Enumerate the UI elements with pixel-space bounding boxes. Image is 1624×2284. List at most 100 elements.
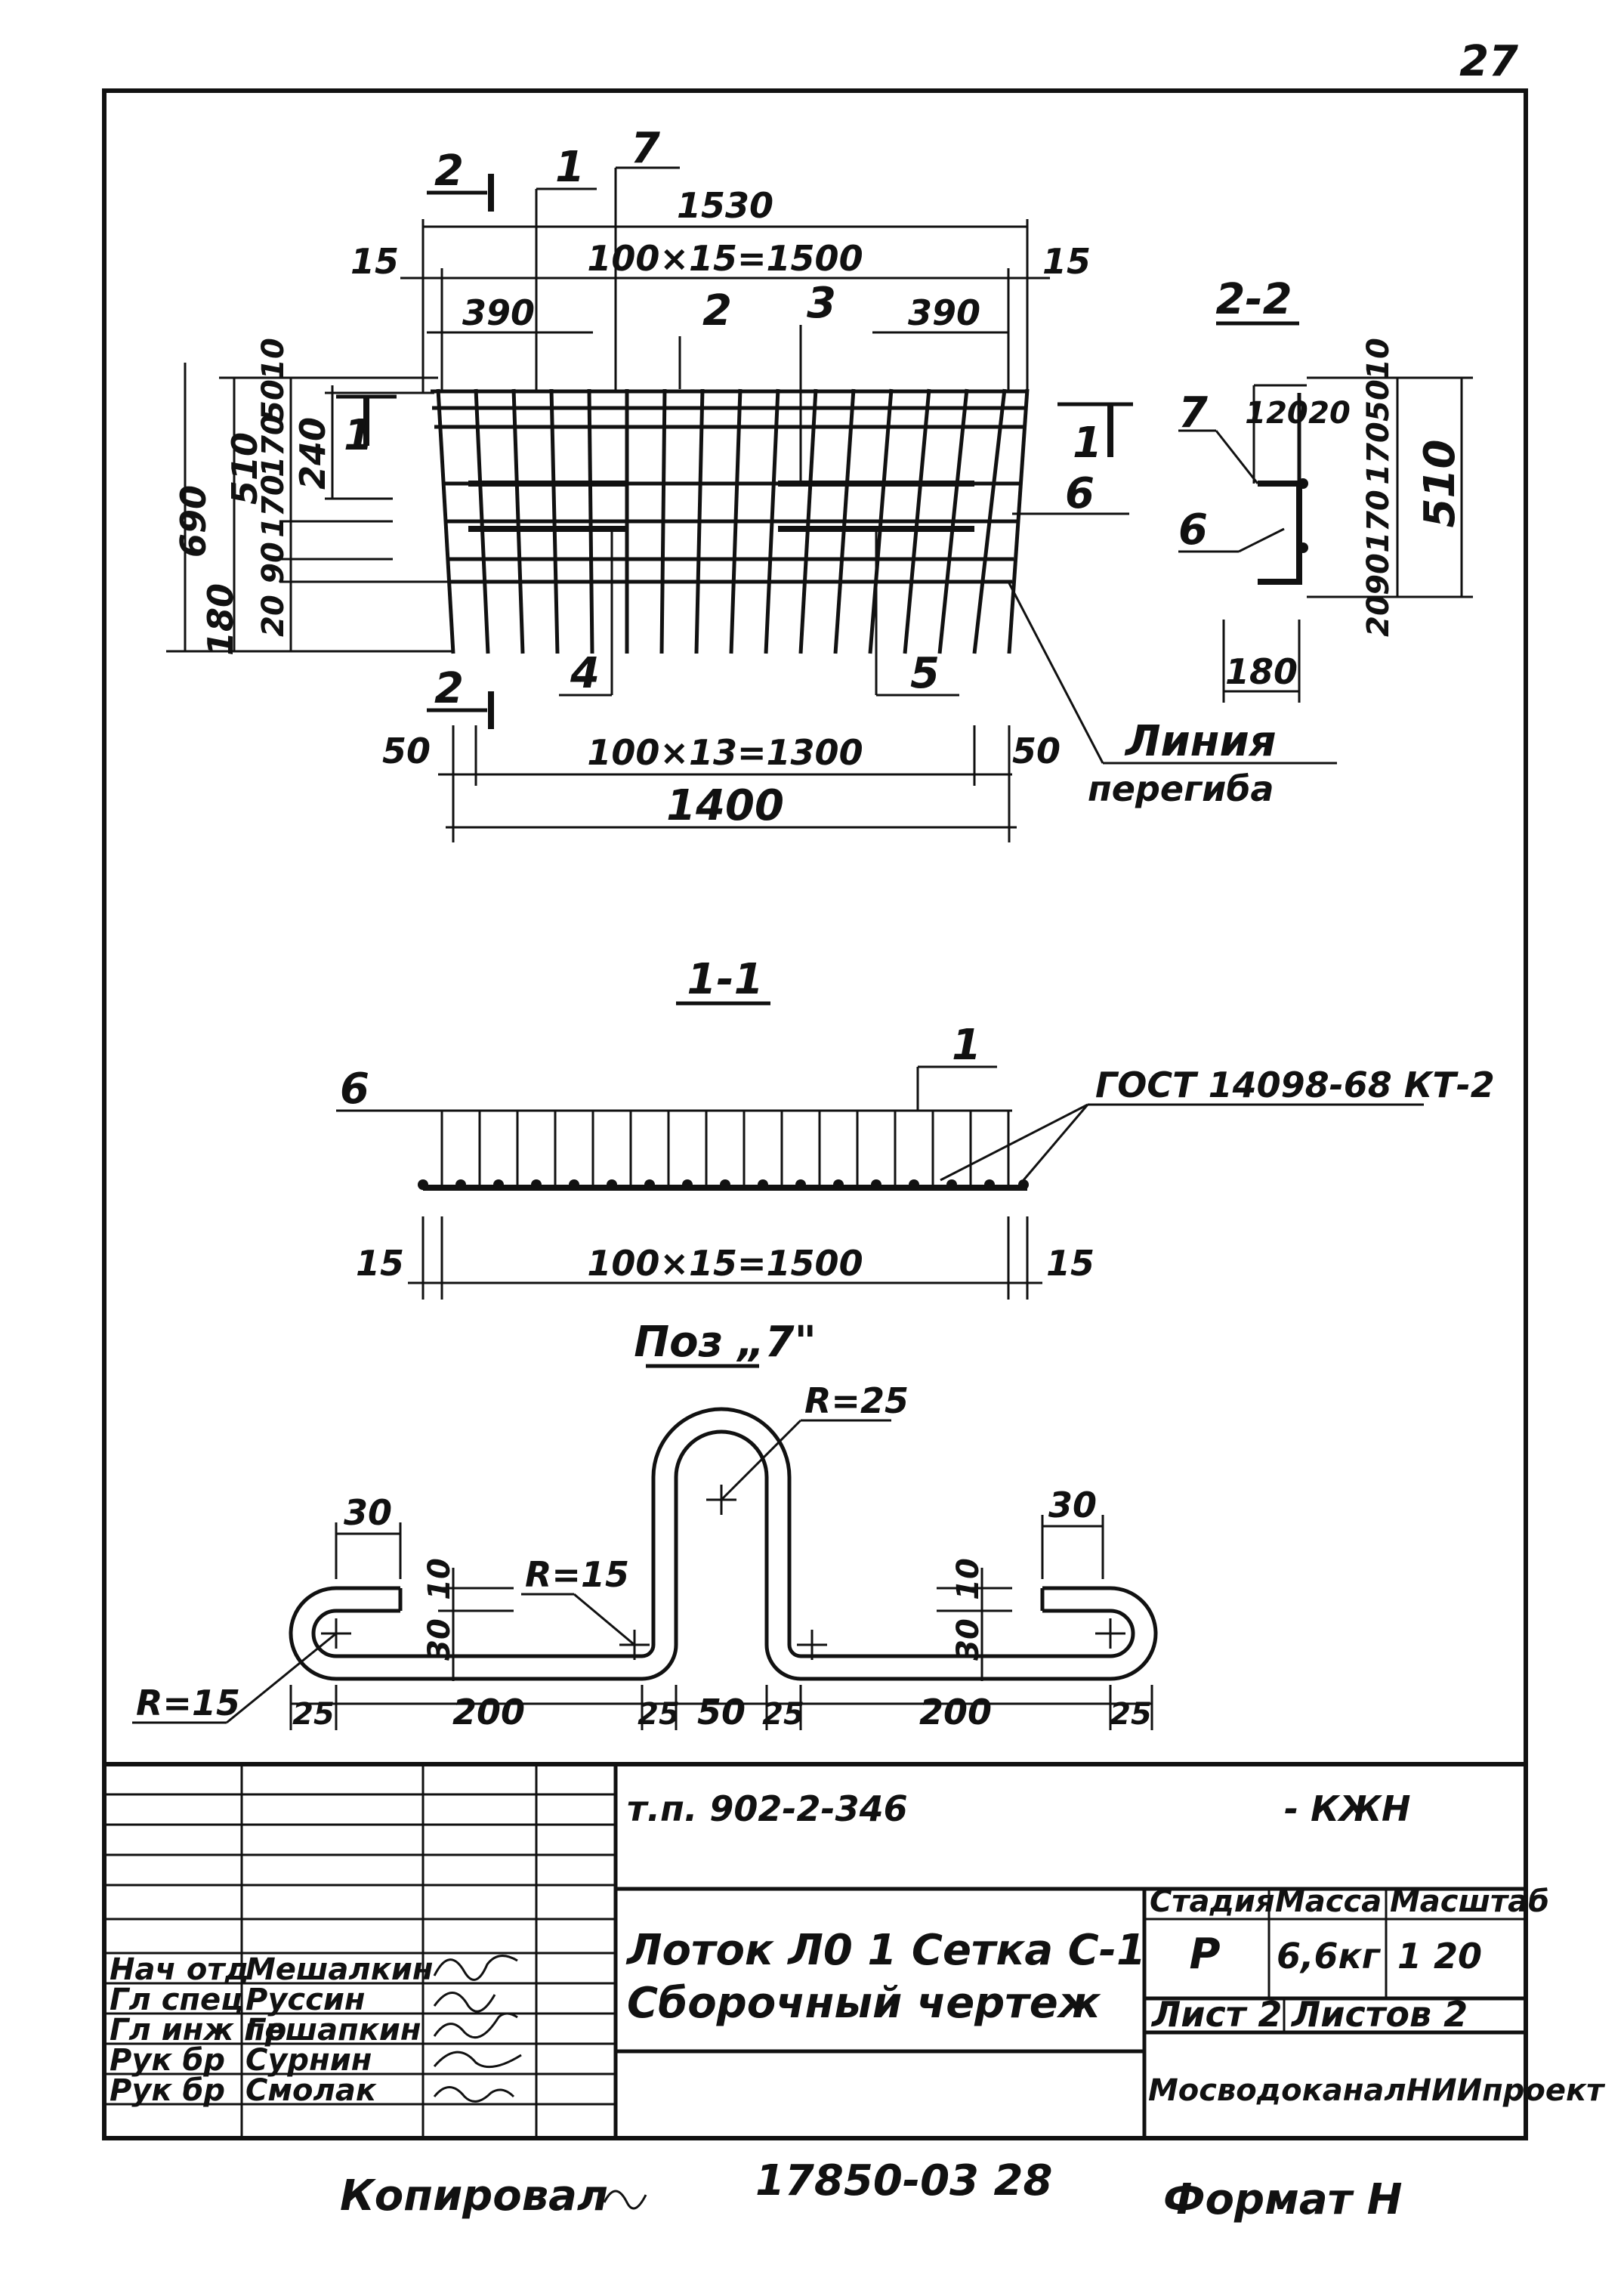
section-1-1-welds (418, 1179, 1029, 1190)
col-stage: Стадия (1150, 1884, 1275, 1919)
dim-50-s: 50 (1361, 379, 1396, 422)
dim-10: 10 (256, 338, 291, 380)
dim-180-s: 180 (1225, 651, 1298, 692)
scale-value: 1 20 (1397, 1936, 1482, 1976)
section-1-1: 1-1 6 (336, 955, 1495, 1300)
dim-10-s: 10 (1361, 338, 1396, 380)
dim-170-s2: 170 (1361, 490, 1396, 553)
dim-510: 510 (224, 432, 265, 505)
section-2-2: 2-2 7 6 120 20 10 50 170 170 90 20 510 1… (1178, 275, 1473, 703)
sheet-frame (102, 88, 1528, 2140)
doc-suffix: - КЖН (1284, 1788, 1411, 1829)
dim-390-left: 390 (462, 292, 535, 333)
pos7-200-right: 200 (919, 1692, 992, 1732)
section-1-1-mark-6: 6 (340, 1065, 369, 1114)
dim-1530: 1530 (677, 185, 773, 226)
section-mark-1-right: 1 (1073, 419, 1102, 468)
dim-90: 90 (256, 542, 291, 584)
dim-20-s: 20 (1308, 396, 1351, 431)
gost-note: ГОСТ 14098-68 КТ-2 (1095, 1065, 1495, 1105)
pos7-25-c: 25 (762, 1697, 804, 1732)
dim-120: 120 (1245, 396, 1308, 431)
pos7-30-vert-left: 30 (422, 1618, 457, 1661)
pos-6: 6 (1065, 469, 1095, 518)
pos-3: 3 (807, 279, 836, 328)
sheet-number: 27 (1459, 37, 1518, 86)
signer-role-1: Нач отд (110, 1952, 249, 1987)
section-1-1-bars (440, 1111, 1010, 1185)
signer-name-3: Гешапкин (245, 2013, 421, 2048)
dim-170a: 170 (256, 474, 291, 538)
dim-170b: 170 (256, 414, 291, 478)
sheets-value: Листов 2 (1290, 1994, 1468, 2035)
pos-1: 1 (555, 143, 585, 192)
signer-role-3: Гл инж пр (110, 2013, 286, 2048)
bend-line-label-2: перегиба (1088, 768, 1274, 809)
dim-510-s: 510 (1416, 440, 1465, 528)
dim-1400: 1400 (666, 781, 784, 830)
drawing-title-line-1: Лоток Л0 1 Сетка С-1 (625, 1926, 1146, 1975)
section-2-2-mark-7: 7 (1178, 388, 1208, 437)
pos7-r15-inner: R=15 (525, 1554, 629, 1595)
pos7-10-left: 10 (422, 1558, 457, 1600)
pos-5: 5 (910, 649, 940, 698)
pos-7: 7 (631, 124, 660, 173)
signature-grid (104, 1764, 616, 2138)
org-name: МосводоканалНИИпроект (1148, 2073, 1606, 2108)
section-mark-2-bottom: 2 (434, 664, 464, 713)
pos7-10-right: 10 (951, 1558, 986, 1600)
section-1-1-mark-1: 1 (952, 1021, 981, 1070)
section-1-1-title: 1-1 (687, 955, 763, 1004)
pos7-r15-outer: R=15 (136, 1683, 240, 1723)
pos7-25-b: 25 (638, 1697, 680, 1732)
stage-value: Р (1189, 1930, 1220, 1979)
mass-value: 6,6кг (1277, 1936, 1382, 1976)
pos7-50: 50 (697, 1692, 746, 1732)
col-mass: Масса (1275, 1884, 1382, 1919)
title-block: Нач отд Мешалкин Гл спец Руссин Гл инж п… (104, 1762, 1606, 2138)
section-mark-1-left: 1 (344, 411, 373, 460)
plan-view: 1530 15 15 100×15=1500 390 390 (166, 124, 1337, 842)
pos7-r25: R=25 (804, 1380, 909, 1421)
dim-170-s1: 170 (1361, 422, 1396, 485)
pos7-30-left: 30 (344, 1492, 392, 1533)
dim-180: 180 (200, 583, 241, 656)
signatures (433, 1955, 522, 2103)
signer-name-1: Мешалкин (245, 1952, 434, 1987)
dim-90-s: 90 (1361, 553, 1396, 595)
dim-spacing-11: 100×15=1500 (587, 1243, 863, 1284)
pos-7-detail: Поз „7" R=25 R=15 R=15 30 30 (132, 1318, 1158, 1732)
pos7-200-left: 200 (452, 1692, 525, 1732)
format-label: Формат Н (1163, 2175, 1402, 2224)
dim-spacing-bottom: 100×13=1300 (587, 732, 863, 773)
dim-50-right: 50 (1012, 731, 1061, 771)
copied-by: Копировал (340, 2171, 608, 2221)
signer-name-4: Сурнин (245, 2043, 372, 2078)
pos7-30-vert-right: 30 (951, 1618, 986, 1661)
dim-50-left: 50 (382, 731, 431, 771)
pos-2: 2 (702, 286, 732, 335)
dim-240: 240 (292, 417, 333, 490)
copied-signature (603, 2190, 647, 2210)
dim-edge-left: 15 (350, 241, 399, 282)
signer-role-5: Рук бр (110, 2073, 225, 2108)
dim-50: 50 (256, 379, 291, 422)
dim-15-left-11: 15 (356, 1243, 404, 1284)
pos7-25-d: 25 (1110, 1697, 1152, 1732)
col-scale: Масштаб (1390, 1884, 1549, 1919)
signer-name-5: Смолак (245, 2073, 377, 2108)
dim-15-right-11: 15 (1046, 1243, 1095, 1284)
dim-390-right: 390 (908, 292, 980, 333)
signer-role-4: Рук бр (110, 2043, 225, 2078)
pos7-25-a: 25 (292, 1697, 335, 1732)
bend-line-label-1: Линия (1124, 717, 1277, 766)
dim-20-s2: 20 (1361, 595, 1396, 637)
signer-role-2: Гл спец (110, 1983, 243, 2017)
pos-7-title: Поз „7" (634, 1318, 817, 1367)
pos7-30-right: 30 (1048, 1485, 1097, 1525)
left-dimensions (166, 363, 453, 653)
sheet-value: Лист 2 (1150, 1994, 1282, 2035)
dim-spacing-top: 100×15=1500 (587, 238, 863, 279)
signer-name-2: Руссин (245, 1983, 365, 2017)
